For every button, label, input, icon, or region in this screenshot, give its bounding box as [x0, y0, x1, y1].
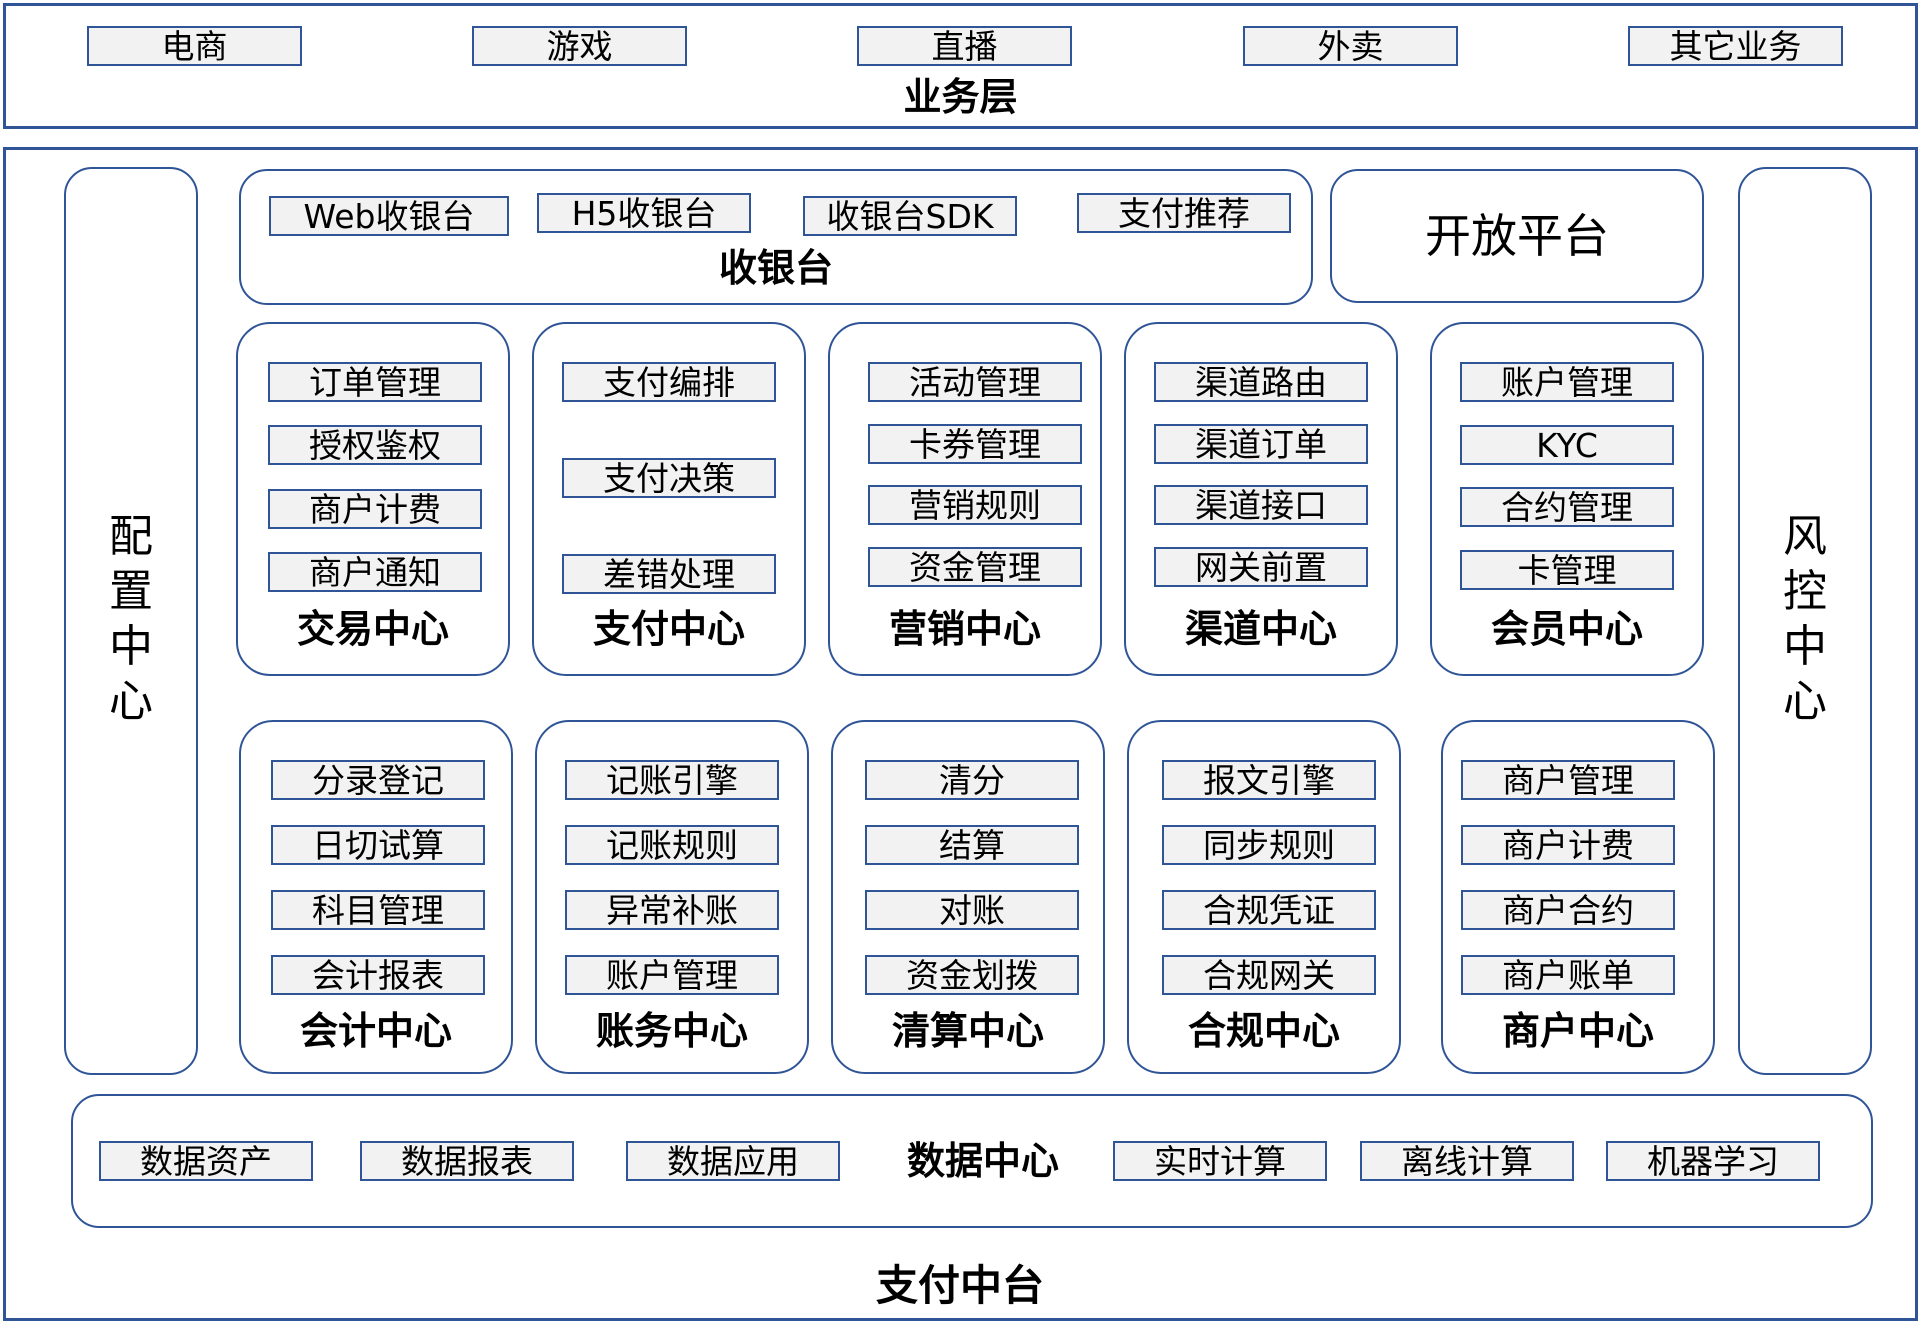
- data-center: 数据资产 数据报表 数据应用 数据中心 实时计算 离线计算 机器学习: [71, 1094, 1873, 1228]
- ledger-center-title: 账务中心: [595, 1009, 748, 1053]
- clearing-center: 清分 结算 对账 资金划拨 清算中心: [831, 720, 1105, 1074]
- cashier-sdk: 收银台SDK: [803, 196, 1017, 236]
- marketing-center-title: 营销中心: [888, 607, 1041, 651]
- clearing-center-item: 对账: [865, 890, 1079, 930]
- member-center-item: KYC: [1460, 425, 1674, 465]
- marketing-center-item: 卡券管理: [868, 424, 1082, 464]
- payment-platform-title: 支付中台: [875, 1261, 1044, 1310]
- clearing-center-item: 结算: [865, 825, 1079, 865]
- compliance-center: 报文引擎 同步规则 合规凭证 合规网关 合规中心: [1127, 720, 1401, 1074]
- ledger-center-item: 异常补账: [565, 890, 779, 930]
- compliance-center-item: 合规凭证: [1162, 890, 1376, 930]
- trade-center-item: 授权鉴权: [268, 425, 482, 465]
- business-item-game: 游戏: [472, 26, 687, 66]
- trade-center-item: 订单管理: [268, 362, 482, 402]
- pay-center: 支付编排 支付决策 差错处理 支付中心: [532, 322, 806, 676]
- cashier-recommend: 支付推荐: [1077, 193, 1291, 233]
- business-item-delivery: 外卖: [1243, 26, 1458, 66]
- marketing-center-item: 营销规则: [868, 485, 1082, 525]
- merchant-center-item: 商户计费: [1461, 825, 1675, 865]
- channel-center-item: 渠道接口: [1154, 485, 1368, 525]
- ledger-center-item: 记账规则: [565, 825, 779, 865]
- trade-center: 订单管理 授权鉴权 商户计费 商户通知 交易中心: [236, 322, 510, 676]
- compliance-center-title: 合规中心: [1187, 1009, 1340, 1053]
- channel-center-title: 渠道中心: [1184, 607, 1337, 651]
- cashier-web: Web收银台: [269, 196, 509, 236]
- marketing-center-item: 资金管理: [868, 547, 1082, 587]
- compliance-center-item: 同步规则: [1162, 825, 1376, 865]
- clearing-center-item: 清分: [865, 760, 1079, 800]
- merchant-center-title: 商户中心: [1501, 1009, 1654, 1053]
- accounting-center: 分录登记 日切试算 科目管理 会计报表 会计中心: [239, 720, 513, 1074]
- risk-center: 风控中心: [1738, 167, 1872, 1075]
- channel-center-item: 渠道路由: [1154, 362, 1368, 402]
- risk-center-title: 风控中心: [1783, 511, 1827, 727]
- accounting-center-item: 会计报表: [271, 955, 485, 995]
- channel-center-item: 网关前置: [1154, 547, 1368, 587]
- trade-center-item: 商户通知: [268, 552, 482, 592]
- config-center-title: 配置中心: [109, 511, 153, 727]
- marketing-center: 活动管理 卡券管理 营销规则 资金管理 营销中心: [828, 322, 1102, 676]
- channel-center-item: 渠道订单: [1154, 424, 1368, 464]
- config-center: 配置中心: [64, 167, 198, 1075]
- accounting-center-item: 科目管理: [271, 890, 485, 930]
- open-platform-title: 开放平台: [1425, 209, 1609, 263]
- ledger-center-item: 账户管理: [565, 955, 779, 995]
- member-center-item: 卡管理: [1460, 550, 1674, 590]
- open-platform: 开放平台: [1330, 169, 1704, 303]
- merchant-center: 商户管理 商户计费 商户合约 商户账单 商户中心: [1441, 720, 1715, 1074]
- clearing-center-title: 清算中心: [891, 1009, 1044, 1053]
- pay-center-title: 支付中心: [592, 607, 745, 651]
- business-item-other: 其它业务: [1628, 26, 1843, 66]
- accounting-center-item: 分录登记: [271, 760, 485, 800]
- member-center-item: 合约管理: [1460, 487, 1674, 527]
- compliance-center-item: 报文引擎: [1162, 760, 1376, 800]
- ledger-center-item: 记账引擎: [565, 760, 779, 800]
- data-center-item: 数据报表: [360, 1141, 574, 1181]
- data-center-item: 数据应用: [626, 1141, 840, 1181]
- cashier: Web收银台 H5收银台 收银台SDK 支付推荐 收银台: [239, 169, 1313, 305]
- business-layer-title: 业务层: [903, 75, 1018, 119]
- accounting-center-title: 会计中心: [299, 1009, 452, 1053]
- member-center-item: 账户管理: [1460, 362, 1674, 402]
- compliance-center-item: 合规网关: [1162, 955, 1376, 995]
- member-center: 账户管理 KYC 合约管理 卡管理 会员中心: [1430, 322, 1704, 676]
- marketing-center-item: 活动管理: [868, 362, 1082, 402]
- data-center-item: 离线计算: [1360, 1141, 1574, 1181]
- merchant-center-item: 商户账单: [1461, 955, 1675, 995]
- data-center-item: 数据资产: [99, 1141, 313, 1181]
- cashier-h5: H5收银台: [537, 193, 751, 233]
- pay-center-item: 差错处理: [562, 554, 776, 594]
- trade-center-item: 商户计费: [268, 489, 482, 529]
- business-item-ecommerce: 电商: [87, 26, 302, 66]
- accounting-center-item: 日切试算: [271, 825, 485, 865]
- ledger-center: 记账引擎 记账规则 异常补账 账户管理 账务中心: [535, 720, 809, 1074]
- business-item-live: 直播: [857, 26, 1072, 66]
- member-center-title: 会员中心: [1490, 607, 1643, 651]
- pay-center-item: 支付决策: [562, 458, 776, 498]
- pay-center-item: 支付编排: [562, 362, 776, 402]
- data-center-item: 实时计算: [1113, 1141, 1327, 1181]
- merchant-center-item: 商户管理: [1461, 760, 1675, 800]
- clearing-center-item: 资金划拨: [865, 955, 1079, 995]
- channel-center: 渠道路由 渠道订单 渠道接口 网关前置 渠道中心: [1124, 322, 1398, 676]
- merchant-center-item: 商户合约: [1461, 890, 1675, 930]
- trade-center-title: 交易中心: [296, 607, 449, 651]
- data-center-item: 机器学习: [1606, 1141, 1820, 1181]
- cashier-title: 收银台: [718, 246, 833, 290]
- business-layer: 电商 游戏 直播 外卖 其它业务 业务层: [3, 3, 1918, 129]
- data-center-title: 数据中心: [906, 1139, 1059, 1183]
